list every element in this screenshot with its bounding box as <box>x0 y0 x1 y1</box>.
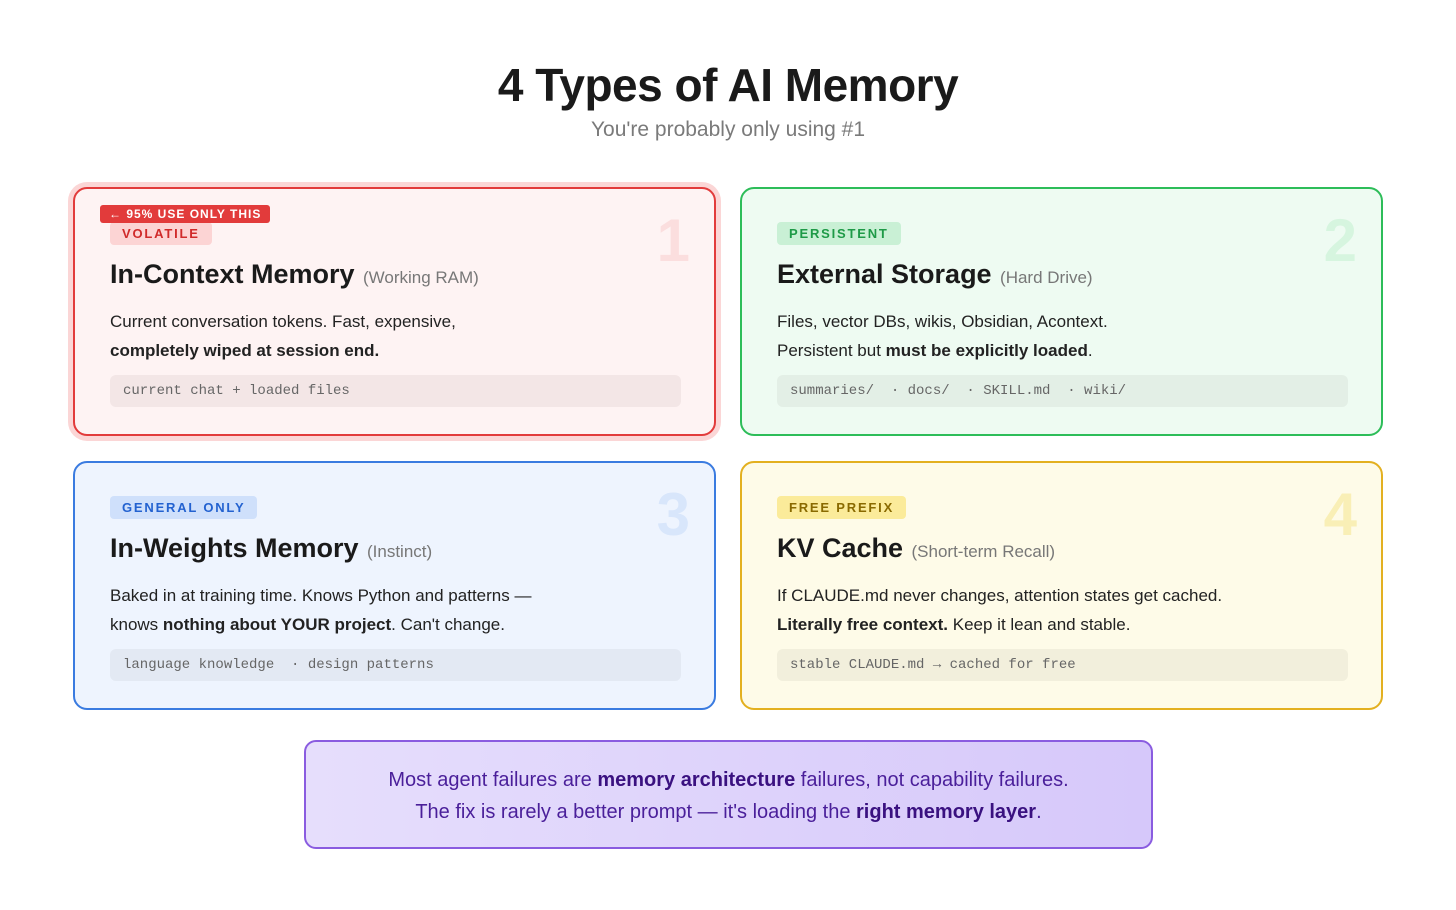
page-title: 4 Types of AI Memory <box>497 59 959 111</box>
desc-line-2: Literally free context. Keep it lean and… <box>777 610 1357 639</box>
desc-line-1: If CLAUDE.md never changes, attention st… <box>777 586 1223 605</box>
card-number: 1 <box>656 207 690 274</box>
card-badge: FREE PREFIX <box>777 496 907 519</box>
desc-bold: Literally free context. <box>777 615 949 634</box>
card-heading: In-Weights Memory (Instinct) <box>110 533 432 564</box>
desc-bold: must be explicitly loaded <box>885 341 1088 360</box>
card-description: If CLAUDE.md never changes, attention st… <box>777 581 1357 639</box>
card-badge: GENERAL ONLY <box>110 496 258 519</box>
desc-bold: completely wiped at session end. <box>110 341 380 360</box>
card-badge: PERSISTENT <box>777 222 901 245</box>
card-code-example: language knowledge · design patterns <box>110 649 681 681</box>
card-heading: External Storage (Hard Drive) <box>777 259 1093 290</box>
footer-pre: Most agent failures are <box>388 769 598 791</box>
card-code-example: summaries/ · docs/ · SKILL.md · wiki/ <box>777 375 1348 407</box>
footer-line-2: The fix is rarely a better prompt — it's… <box>306 796 1151 828</box>
footer-bold: right memory layer <box>856 801 1037 823</box>
card-number: 2 <box>1323 207 1357 274</box>
card-title: External Storage <box>777 259 992 289</box>
card-subtitle: (Working RAM) <box>362 268 479 287</box>
card-number: 3 <box>656 481 690 548</box>
desc-line-1: Files, vector DBs, wikis, Obsidian, Acon… <box>777 312 1108 331</box>
desc-line-2: knows nothing about YOUR project. Can't … <box>110 610 690 639</box>
footer-pre: The fix is rarely a better prompt — it's… <box>415 801 857 823</box>
card-code-example: stable CLAUDE.md → cached for free <box>777 649 1348 681</box>
desc-line-1: Current conversation tokens. Fast, expen… <box>110 312 456 331</box>
desc-post: Keep it lean and stable. <box>948 615 1131 634</box>
card-heading: In-Context Memory (Working RAM) <box>110 259 479 290</box>
desc-post: . <box>1087 341 1093 360</box>
footer-callout: Most agent failures are memory architect… <box>304 740 1153 849</box>
desc-line-2: completely wiped at session end. <box>110 336 690 365</box>
usage-flag: ← 95% USE ONLY THIS <box>100 205 271 223</box>
card-description: Baked in at training time. Knows Python … <box>110 581 690 639</box>
page-subtitle: You're probably only using #1 <box>590 118 866 141</box>
footer-bold: memory architecture <box>597 769 796 791</box>
desc-pre: Persistent but <box>777 341 886 360</box>
card-title: In-Context Memory <box>110 259 355 289</box>
footer-post: failures, not capability failures. <box>795 769 1069 791</box>
card-badge: VOLATILE <box>110 222 212 245</box>
card-title: KV Cache <box>777 533 904 563</box>
desc-pre: knows <box>110 615 163 634</box>
card-heading: KV Cache (Short-term Recall) <box>777 533 1055 564</box>
card-subtitle: (Hard Drive) <box>1000 268 1093 287</box>
footer-line-1: Most agent failures are memory architect… <box>306 764 1151 796</box>
card-description: Files, vector DBs, wikis, Obsidian, Acon… <box>777 307 1357 365</box>
desc-post: . Can't change. <box>391 615 505 634</box>
card-code-example: current chat + loaded files <box>110 375 681 407</box>
desc-line-1: Baked in at training time. Knows Python … <box>110 586 532 605</box>
card-subtitle: (Short-term Recall) <box>911 542 1056 561</box>
card-external-storage: 2 PERSISTENT External Storage (Hard Driv… <box>740 187 1383 436</box>
card-subtitle: (Instinct) <box>366 542 433 561</box>
desc-line-2: Persistent but must be explicitly loaded… <box>777 336 1357 365</box>
card-in-context-memory: ← 95% USE ONLY THIS 1 VOLATILE In-Contex… <box>73 187 716 436</box>
card-number: 4 <box>1323 481 1357 548</box>
card-description: Current conversation tokens. Fast, expen… <box>110 307 690 365</box>
desc-bold: nothing about YOUR project <box>162 615 392 634</box>
footer-post: . <box>1036 801 1042 823</box>
card-title: In-Weights Memory <box>110 533 359 563</box>
card-in-weights-memory: 3 GENERAL ONLY In-Weights Memory (Instin… <box>73 461 716 710</box>
card-kv-cache: 4 FREE PREFIX KV Cache (Short-term Recal… <box>740 461 1383 710</box>
